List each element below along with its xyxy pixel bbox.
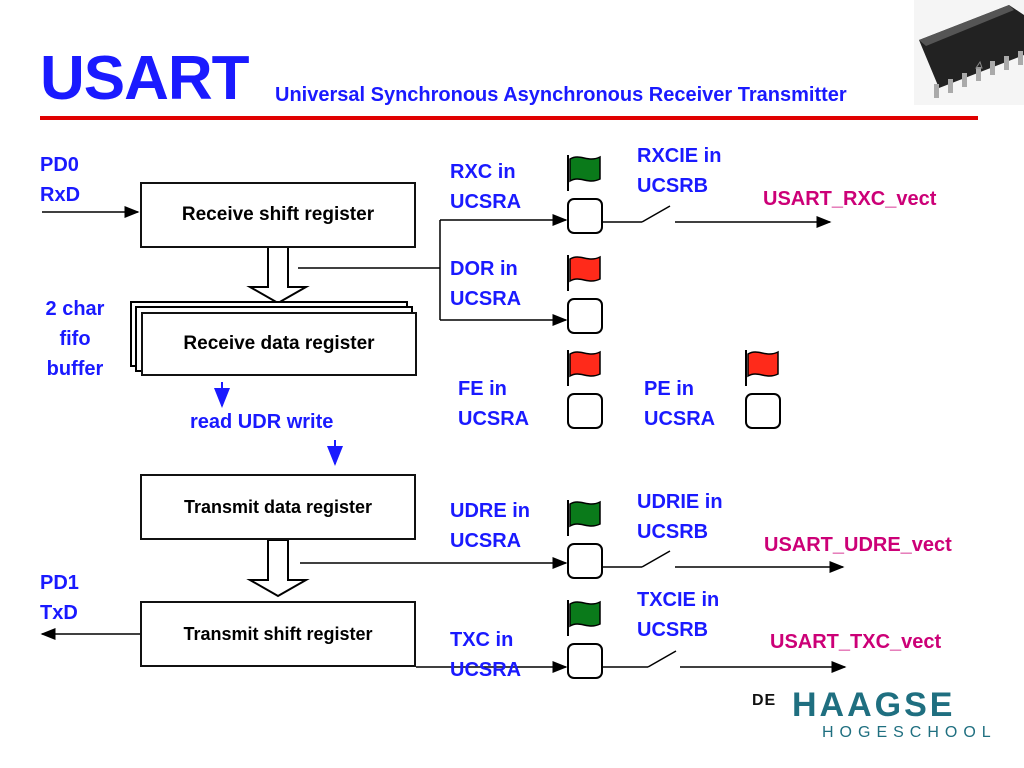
udre-line1: UDRE in: [450, 500, 530, 522]
fe-flag-icon: [567, 350, 603, 429]
rx-transfer-arrow: [246, 246, 310, 305]
udre-line2: UCSRA: [450, 530, 522, 552]
fifo-line3: buffer: [46, 358, 104, 380]
pe-line2: UCSRA: [644, 408, 716, 430]
rxc-line1: RXC in: [450, 161, 516, 183]
transmit-data-register: Transmit data register: [140, 474, 416, 540]
txc-line2: UCSRA: [450, 659, 522, 681]
receive-shift-register: Receive shift register: [140, 182, 416, 248]
title-rule: [40, 116, 978, 120]
rx-pin-line2: RxD: [40, 184, 81, 206]
fifo-label: 2 char fifo buffer: [30, 294, 120, 384]
udrie-label: UDRIE in UCSRB: [637, 487, 723, 547]
dor-flag-label: DOR in UCSRA: [450, 254, 521, 314]
fe-flag-label: FE in UCSRA: [458, 374, 529, 434]
txcie-line1: TXCIE in: [637, 589, 720, 611]
txcie-line2: UCSRB: [637, 619, 709, 641]
pe-line1: PE in: [644, 378, 695, 400]
txc-flag-label: TXC in UCSRA: [450, 625, 521, 685]
rxc-vector: USART_RXC_vect: [763, 188, 937, 210]
rxcie-line2: UCSRB: [637, 175, 709, 197]
udrie-line2: UCSRB: [637, 521, 709, 543]
txcie-label: TXCIE in UCSRB: [637, 585, 719, 645]
udre-vector: USART_UDRE_vect: [764, 534, 952, 556]
logo-hogeschool: HOGESCHOOL: [822, 724, 997, 741]
dor-flag-icon: [567, 255, 603, 334]
logo-haagse: HAAGSE: [792, 686, 956, 724]
tx-pin-line1: PD1: [40, 572, 79, 594]
tx-transfer-arrow: [246, 539, 310, 598]
dor-line2: UCSRA: [450, 288, 522, 310]
rxcie-label: RXCIE in UCSRB: [637, 141, 721, 201]
rxc-flag-icon: [567, 155, 603, 234]
txc-flag-icon: [567, 600, 603, 679]
tx-pin-line2: TxD: [40, 602, 78, 624]
pe-flag-icon: [745, 350, 781, 429]
udrie-line1: UDRIE in: [637, 491, 723, 513]
pe-flag-label: PE in UCSRA: [644, 374, 715, 434]
transmit-shift-register: Transmit shift register: [140, 601, 416, 667]
txc-vector: USART_TXC_vect: [770, 631, 942, 653]
rxcie-line1: RXCIE in: [637, 145, 722, 167]
udre-flag-icon: [567, 500, 603, 579]
txc-line1: TXC in: [450, 629, 514, 651]
receive-data-register: Receive data register: [141, 312, 417, 376]
logo-de: DE: [752, 692, 777, 709]
page-title: USART: [40, 44, 250, 113]
udre-flag-label: UDRE in UCSRA: [450, 496, 530, 556]
fifo-line1: 2 char: [45, 298, 105, 320]
fifo-line2: fifo: [59, 328, 91, 350]
rx-pin-line1: PD0: [40, 154, 79, 176]
rxc-line2: UCSRA: [450, 191, 522, 213]
chip-image: [914, 0, 1024, 105]
tx-pin-label: PD1 TxD: [40, 568, 79, 628]
school-logo: DE HAAGSE HOGESCHOOL: [752, 686, 1002, 748]
page-subtitle: Universal Synchronous Asynchronous Recei…: [275, 84, 847, 106]
rx-pin-label: PD0 RxD: [40, 150, 80, 210]
fe-line1: FE in: [458, 378, 507, 400]
udr-label: read UDR write: [190, 411, 334, 433]
dor-line1: DOR in: [450, 258, 518, 280]
rxc-flag-label: RXC in UCSRA: [450, 157, 521, 217]
fe-line2: UCSRA: [458, 408, 530, 430]
